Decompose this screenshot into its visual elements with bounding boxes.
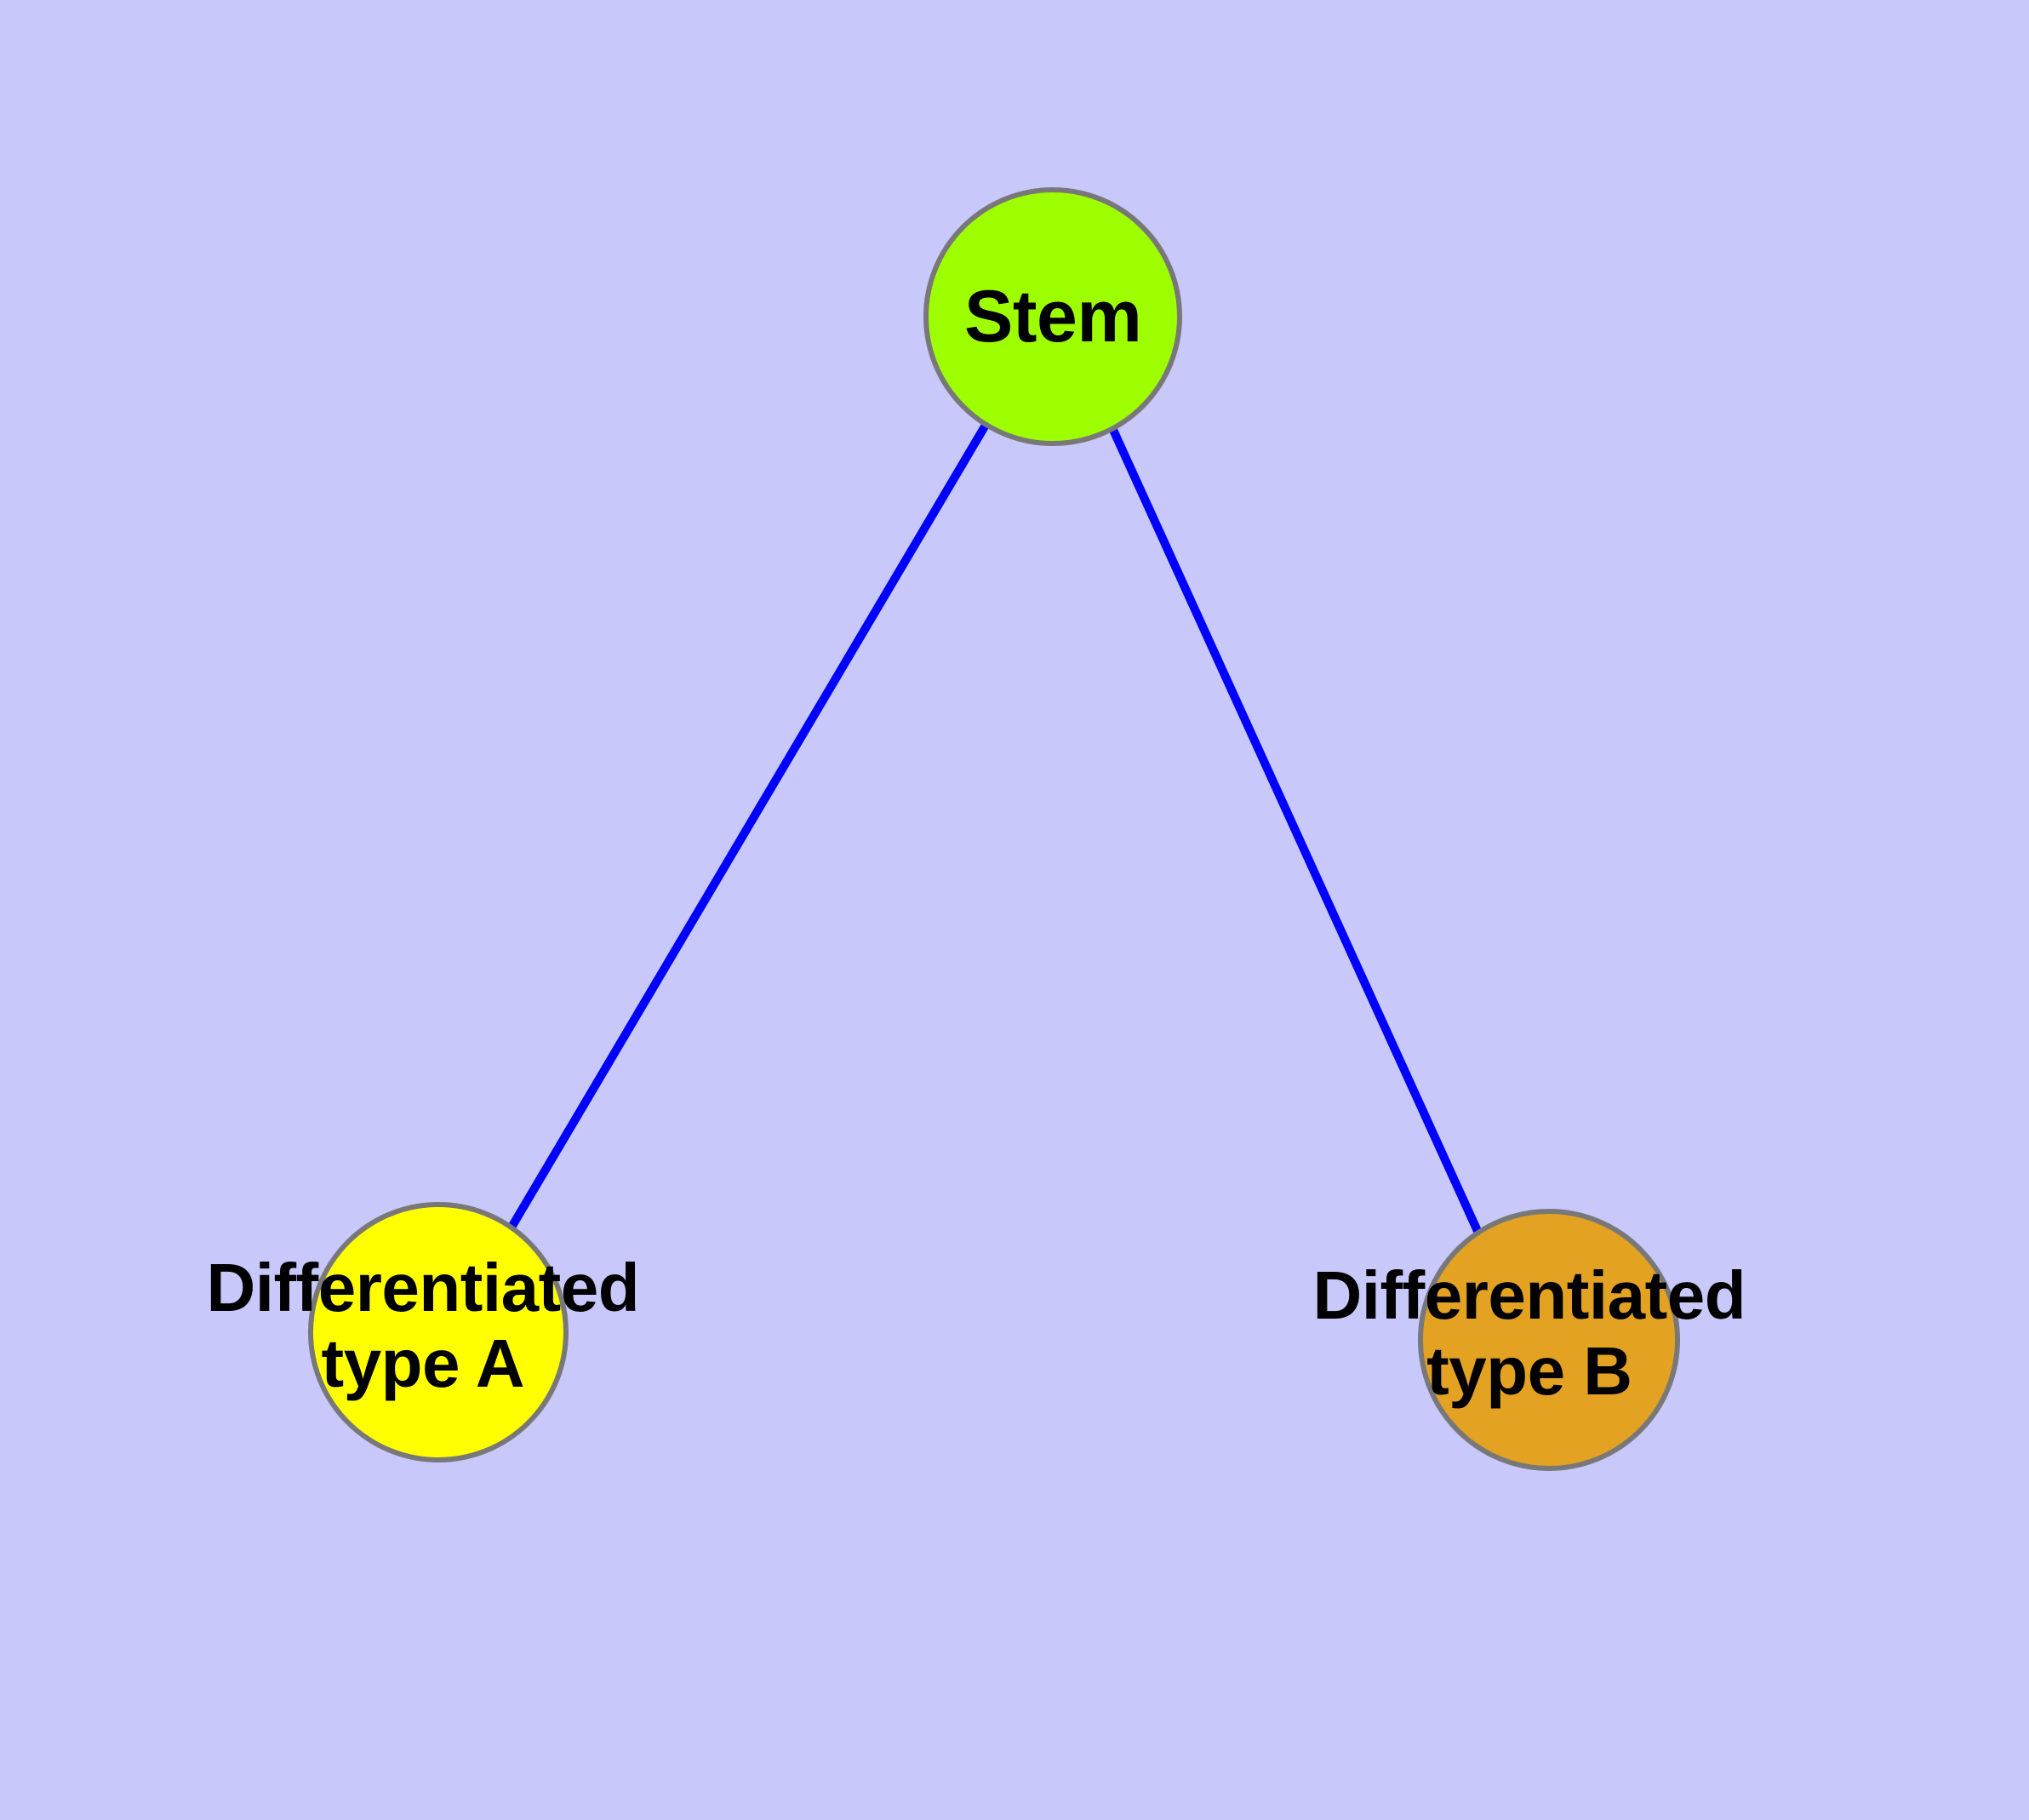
graph-node-diff-b[interactable]: [1418, 1209, 1680, 1471]
graph-node-diff-a[interactable]: [308, 1202, 569, 1462]
graph-edge-stem-to-diff-a[interactable]: [508, 424, 989, 1228]
graph-edge-stem-to-diff-b[interactable]: [1109, 427, 1482, 1233]
node-label-line: Differentiated: [1312, 1256, 1746, 1333]
node-label-line: Differentiated: [206, 1249, 640, 1325]
node-label-stem: Stem: [964, 276, 1142, 358]
node-label-line: type B: [1426, 1333, 1632, 1410]
node-label-line: type A: [321, 1325, 525, 1402]
graph-node-stem[interactable]: [923, 187, 1182, 446]
node-label-line: Stem: [964, 276, 1142, 358]
